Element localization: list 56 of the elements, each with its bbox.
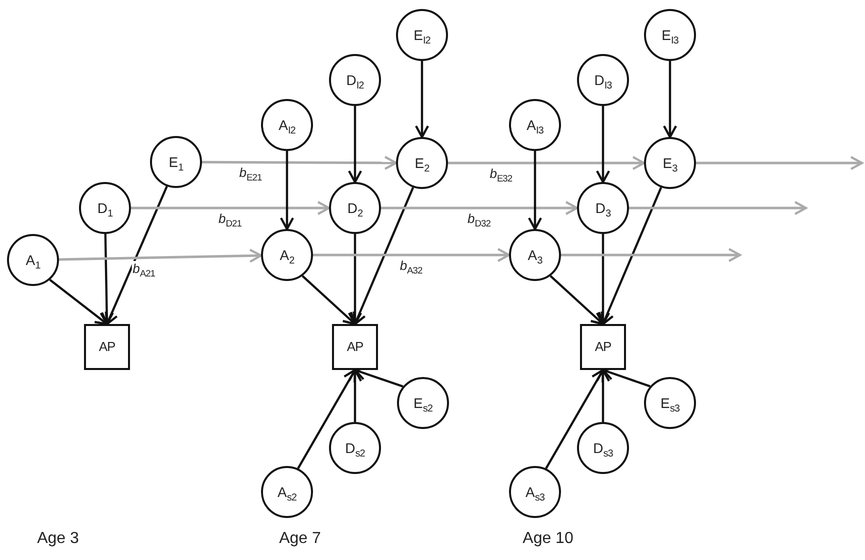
age-label: Age 3 [37,530,79,548]
latent-variable-circle: A$_{2}$ [261,229,313,281]
latent-variable-circle: A$_{I3}$ [509,99,561,151]
arrow [104,186,168,326]
latent-variable-circle: E$_{I2}$ [396,9,448,61]
arrow [381,200,578,216]
arrow [629,200,808,216]
arrow [202,156,398,170]
latent-variable-circle: D$_{s3}$ [577,422,629,474]
edge-label: b$_{D21}$ [218,211,242,226]
edge-label: b$_{E21}$ [238,165,263,180]
latent-variable-circle: A$_{I2}$ [261,99,313,151]
latent-variable-circle: A$_{3}$ [509,229,561,281]
arrow [131,200,330,216]
latent-variable-circle: A$_{1}$ [7,234,59,286]
arrow [313,248,510,262]
arrow [550,275,604,326]
edge-label: b$_{D32}$ [466,211,492,226]
arrow [561,248,742,262]
latent-variable-circle: D$_{1}$ [79,182,131,234]
latent-variable-circle: A$_{s2}$ [261,466,313,518]
arrow [696,156,864,170]
latent-variable-circle: A$_{s3}$ [509,466,561,518]
latent-variable-circle: D$_{I3}$ [577,54,629,106]
edge-label: b$_{E32}$ [488,166,514,181]
arrow [662,61,678,138]
latent-variable-circle: E$_{2}$ [396,137,448,189]
edge-label: b$_{A32}$ [398,258,424,273]
arrow [348,106,362,184]
latent-variable-circle: D$_{2}$ [329,182,381,234]
arrow [545,368,604,470]
latent-variable-circle: D$_{3}$ [577,182,629,234]
arrow [49,278,108,326]
latent-variable-circle: E$_{I3}$ [644,9,696,61]
latent-variable-circle: E$_{1}$ [150,136,202,188]
arrow [596,106,610,184]
arrow [297,368,356,470]
latent-variable-circle: E$_{3}$ [644,137,696,189]
observed-variable-box: AP [332,324,378,370]
arrow [302,275,356,326]
latent-variable-circle: E$_{s2}$ [397,377,449,429]
observed-variable-box: AP [580,324,626,370]
latent-variable-circle: D$_{s2}$ [329,422,381,474]
arrow [448,156,646,170]
arrow [600,187,662,326]
age-label: Age 10 [522,530,574,548]
edge-label: b$_{A21}$ [132,260,156,276]
arrow [280,151,294,230]
latent-variable-circle: E$_{s3}$ [644,377,696,429]
age-label: Age 7 [279,530,321,548]
arrow [352,187,414,326]
arrow [528,151,542,230]
arrow [58,248,262,263]
latent-variable-circle: D$_{I2}$ [329,54,381,106]
arrow [414,61,430,138]
observed-variable-box: AP [84,324,130,370]
